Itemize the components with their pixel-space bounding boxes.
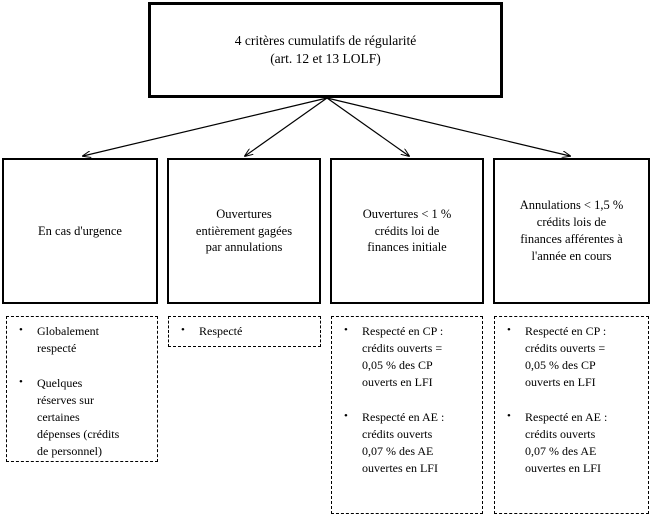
criterion-box-1: En cas d'urgence	[2, 158, 158, 304]
assessment-box-4: • Respecté en CP : crédits ouverts = 0,0…	[494, 316, 649, 514]
bullet-icon: •	[181, 324, 185, 336]
assessment-item: • Quelques réserves sur certaines dépens…	[13, 375, 153, 460]
root-criteria-label: 4 critères cumulatifs de régularité (art…	[234, 32, 417, 66]
bullet-icon: •	[19, 324, 23, 336]
assessment-item: • Globalement respecté	[13, 323, 153, 357]
criterion-label-3: Ouvertures < 1 % crédits loi de finances…	[362, 206, 452, 255]
assessment-text: Respecté en AE : crédits ouverts 0,07 % …	[362, 410, 445, 476]
criterion-box-3: Ouvertures < 1 % crédits loi de finances…	[330, 158, 484, 304]
assessment-text: Respecté en CP : crédits ouverts = 0,05 …	[525, 324, 607, 390]
criterion-box-4: Annulations < 1,5 % crédits lois de fina…	[493, 158, 650, 304]
arrow-to-criterion-3	[326, 97, 409, 156]
assessment-box-1: • Globalement respecté • Quelques réserv…	[6, 316, 158, 462]
bullet-icon: •	[344, 410, 348, 423]
assessment-item: • Respecté en CP : crédits ouverts = 0,0…	[501, 323, 644, 391]
assessment-box-3: • Respecté en CP : crédits ouverts = 0,0…	[331, 316, 483, 514]
criterion-label-2: Ouvertures entièrement gagées par annula…	[195, 206, 293, 255]
arrow-to-criterion-2	[245, 97, 328, 156]
criterion-label-1: En cas d'urgence	[38, 223, 122, 238]
assessment-item: • Respecté en CP : crédits ouverts = 0,0…	[338, 323, 478, 391]
assessment-text: Respecté	[199, 324, 243, 338]
bullet-icon: •	[344, 324, 348, 336]
bullet-icon: •	[507, 324, 511, 336]
criterion-box-2: Ouvertures entièrement gagées par annula…	[167, 158, 321, 304]
arrow-to-criterion-4	[326, 97, 570, 156]
arrow-to-criterion-1	[83, 97, 328, 156]
criterion-label-4: Annulations < 1,5 % crédits lois de fina…	[519, 198, 624, 263]
bullet-icon: •	[507, 410, 511, 423]
assessment-item: • Respecté en AE : crédits ouverts 0,07 …	[338, 409, 478, 477]
assessment-text: Quelques réserves sur certaines dépenses…	[37, 376, 120, 459]
root-criteria-box: 4 critères cumulatifs de régularité (art…	[148, 2, 503, 98]
bullet-icon: •	[19, 376, 23, 389]
assessment-text: Respecté en AE : crédits ouverts 0,07 % …	[525, 410, 608, 476]
assessment-item: • Respecté	[175, 323, 316, 340]
assessment-box-2: • Respecté	[168, 316, 321, 347]
assessment-item: • Respecté en AE : crédits ouverts 0,07 …	[501, 409, 644, 477]
assessment-text: Globalement respecté	[37, 324, 99, 356]
assessment-text: Respecté en CP : crédits ouverts = 0,05 …	[362, 324, 444, 390]
